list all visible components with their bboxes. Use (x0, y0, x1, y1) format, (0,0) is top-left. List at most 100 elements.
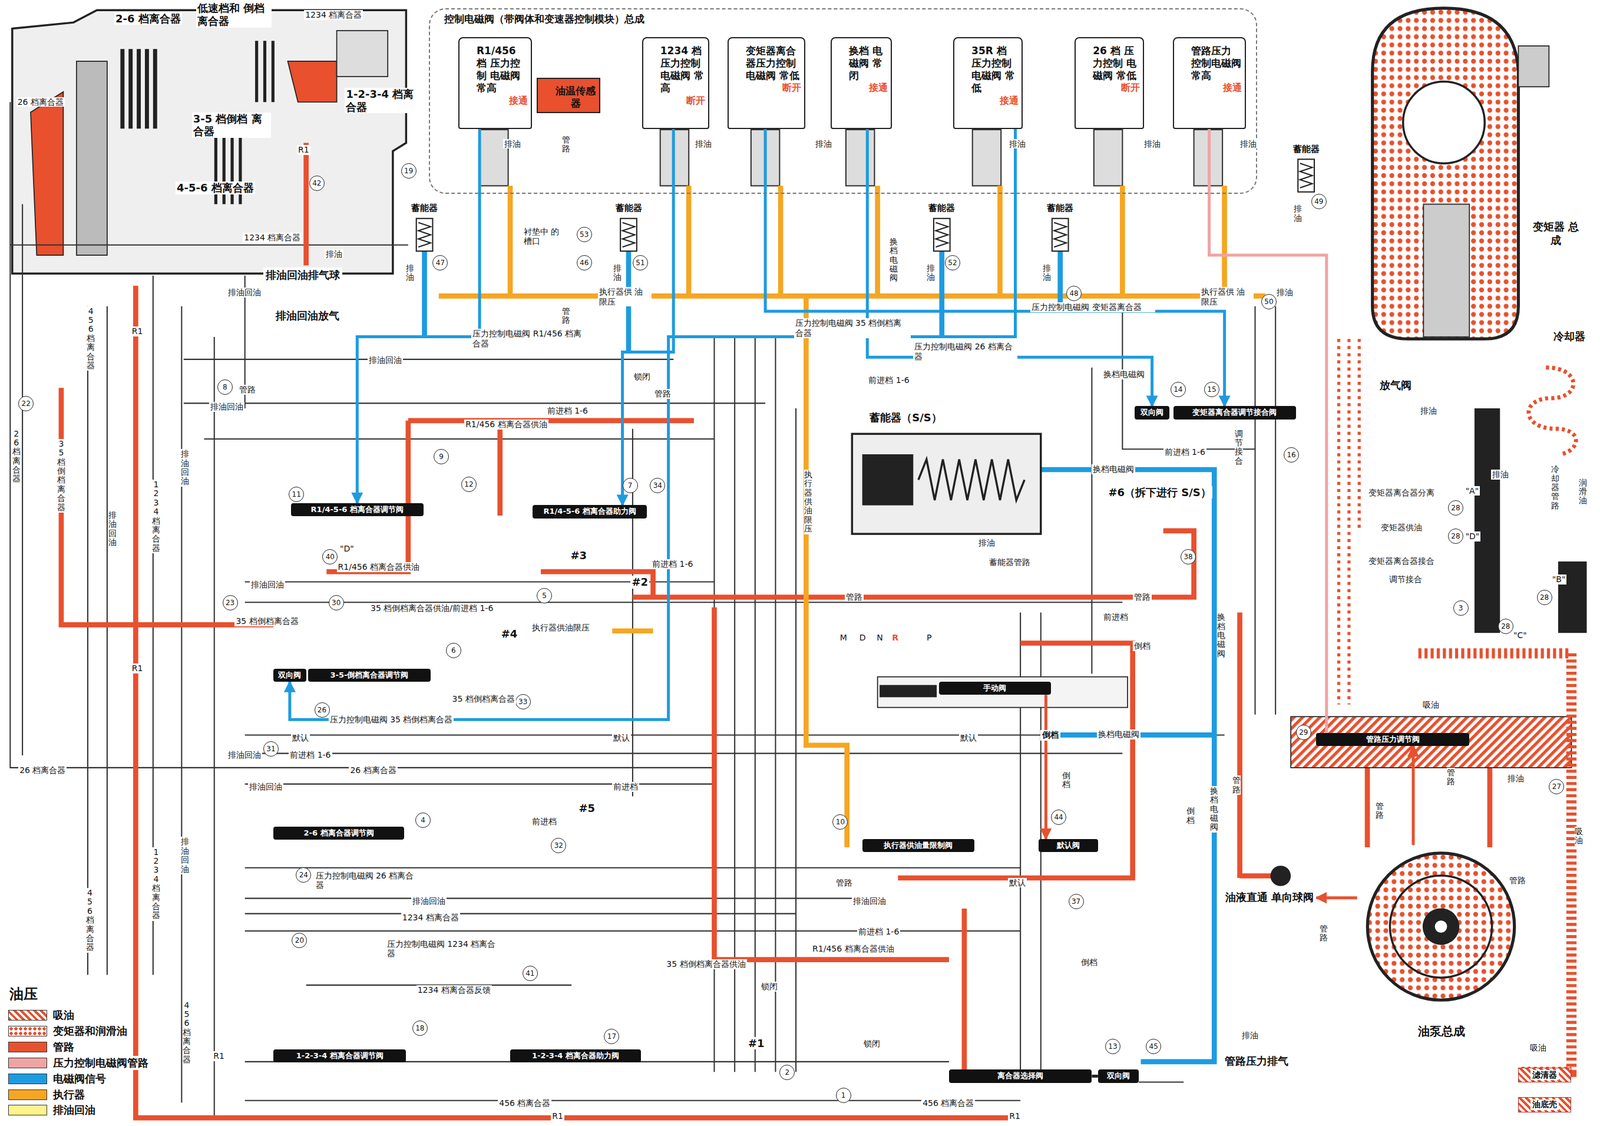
line-label: 26 档离合器 (348, 765, 398, 776)
line-label: "D" (338, 543, 356, 554)
callout-number: 51 (632, 255, 649, 271)
node-text: 油泵总成 (1357, 1023, 1526, 1039)
line-label: 排油 (1506, 773, 1526, 784)
node-text: 双向阀 (1101, 1070, 1136, 1081)
line-label: 排油 (1275, 287, 1295, 298)
legend-text: 执行器 (53, 1087, 85, 1102)
callout-number: 34 (649, 477, 666, 494)
line-label: 压力控制电磁阀 1234 档离合器 (385, 939, 501, 960)
line-label: M (838, 632, 849, 643)
legend-swatch (8, 1009, 48, 1021)
accumulator-label: 蓄能器 (402, 202, 446, 215)
legend-text: 电磁阀信号 (53, 1071, 107, 1086)
node-text: 蓄能器 (920, 202, 964, 214)
edge-label: 倒档 (1040, 729, 1061, 741)
node-text: 双向阀 (276, 670, 303, 680)
spool-valve: 1-2-3-4 档离合器调节阀 (273, 1049, 406, 1063)
line-label: 锁闭 (632, 371, 652, 382)
line-label: 排油 (1240, 1030, 1260, 1041)
line-label: 排油回油 (209, 401, 245, 412)
line-label: 管路 (237, 384, 257, 395)
node-text: 35R 档 压力控制 电磁阀 常低 (957, 41, 1019, 95)
line-label: 35 档倒档离合器 (57, 438, 66, 513)
legend-swatch (8, 1089, 48, 1100)
spool-valve: 双向阀 (273, 668, 306, 682)
line-label: 吸油 (1421, 699, 1441, 710)
spool-valve: 手动阀 (939, 681, 1052, 695)
line-label: "C" (1512, 630, 1529, 641)
callout-number: 42 (309, 175, 325, 191)
component-label: 冷却器 (1545, 328, 1593, 345)
callout-number: 26 (314, 702, 330, 718)
line-label: 执行器供油限压 (530, 622, 591, 633)
node-text: 默认阀 (1042, 840, 1094, 851)
solenoid-box: 35R 档 压力控制 电磁阀 常低接通 (953, 37, 1023, 130)
node-text: 变矩器 总成 (1529, 220, 1582, 247)
line-label: 管路 (562, 306, 571, 326)
oil-line (867, 129, 1152, 407)
line-label: R1 (1007, 1111, 1022, 1122)
line-label: 1234 档离合器 (303, 10, 363, 21)
line-label: "A" (1464, 486, 1480, 497)
line-label: 前进档 1-6 (867, 375, 911, 386)
legend-swatch (8, 1073, 48, 1084)
node-text: 接通 (1177, 81, 1243, 94)
line-label: 压力控制电磁阀 26 档离合器 (314, 870, 419, 891)
line-label: 调节接合 (1387, 574, 1424, 585)
line-label: 前进档 1-6 (288, 749, 332, 760)
line-label: 换档电磁阀 (1102, 369, 1146, 380)
line-label: 换档电磁阀 (889, 236, 898, 284)
part-name: #1 (746, 1036, 766, 1050)
spool-valve: 双向阀 (1134, 405, 1170, 419)
node-text: 管路压力排气 (1224, 1054, 1289, 1069)
line-label: 前进档 1-6 (546, 405, 590, 416)
callout-number: 38 (1180, 549, 1196, 565)
callout-number: 4 (415, 812, 431, 828)
part-name: #4 (500, 627, 519, 641)
line-label: 压力控制电磁阀 R1/456 档离合器 (471, 328, 587, 349)
oil-line (1091, 1074, 1098, 1078)
sensor-box: 油温传感器 (536, 77, 600, 114)
line-label: 蓄能器管路 (987, 557, 1032, 568)
solenoid-box: 26 档 压力控制 电磁阀 常低断开 (1074, 37, 1145, 130)
callout-number: 30 (328, 594, 345, 611)
line-label: "B" (1551, 574, 1567, 585)
callout-number: 28 (1448, 528, 1464, 544)
callout-number: 5 (536, 587, 552, 604)
node-text: 蓄能器（S/S） (869, 411, 942, 425)
line-label: 排油回油 (248, 781, 284, 792)
node-text: 1-2-3-4 档离合器助力阀 (513, 1050, 638, 1061)
component-label: 蓄能器（S/S） (867, 410, 945, 426)
component-label: 油液直通 单向球阀 (1222, 889, 1317, 906)
legend-text: 压力控制电磁阀管路 (53, 1055, 149, 1070)
line-label: 冷却器管路 (1551, 464, 1560, 511)
line-label: 管路 (1446, 767, 1456, 788)
callout-number: 6 (445, 642, 462, 659)
line-label: 润滑油 (1578, 477, 1588, 507)
callout-number: 16 (1283, 447, 1299, 463)
callout-number: 7 (622, 477, 638, 494)
node-text: 油液直通 单向球阀 (1224, 890, 1314, 905)
callout-number: 33 (515, 693, 531, 710)
line-label: 默认 (959, 732, 978, 743)
node-text: 断开 (646, 94, 706, 107)
solenoid-box: R1/456 档 压力控制 电磁阀 常高接通 (458, 37, 532, 130)
line-label: 管路 (562, 134, 571, 155)
line-label: 压力控制电磁阀 26 档离合器 (913, 341, 1018, 362)
line-label: R1/456 档离合器供油 (464, 419, 549, 430)
component-label: 排油回油排气球 (263, 267, 343, 284)
line-label: 执行器供 油限压 (597, 286, 652, 307)
line-label: R1 (212, 1050, 226, 1061)
line-label: 排油 (814, 139, 833, 150)
node-text: R1/4-5-6 档离合器助力阀 (536, 506, 644, 517)
callout-number: 48 (1066, 285, 1082, 302)
line-label: 1234 档离合器 (242, 232, 302, 243)
line-label: 压力控制电磁阀 35 档倒档离合器 (794, 318, 911, 339)
callout-number: 47 (432, 255, 448, 271)
line-label: 排油 (693, 139, 713, 150)
node-text: 变矩器离合 器压力控制 电磁阀 常低 (731, 41, 802, 83)
line-label: R1 (130, 663, 145, 674)
node-text: 冷却器 (1548, 329, 1591, 344)
spool-valve: 执行器供油量限制阀 (862, 838, 975, 852)
